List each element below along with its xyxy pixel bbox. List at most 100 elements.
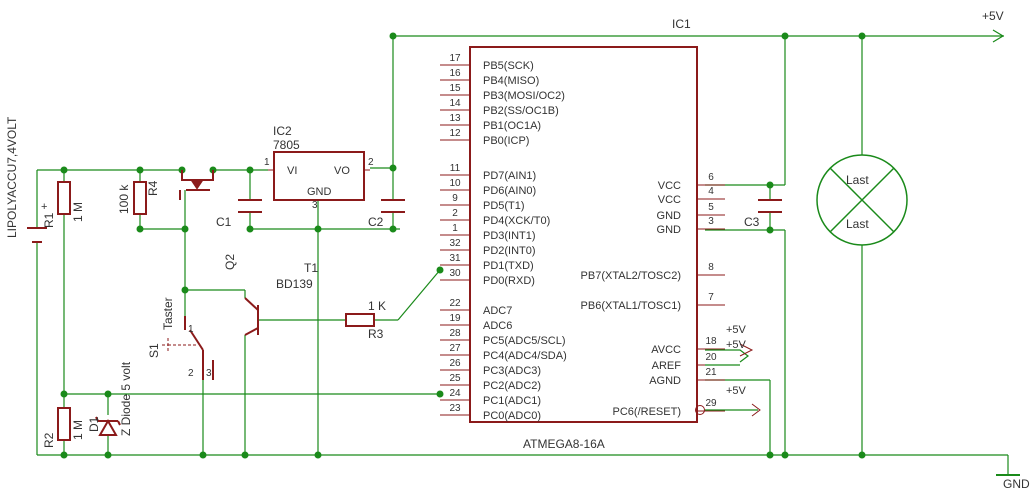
r3-label: R3	[368, 327, 384, 341]
ic1-pin-name: PD2(INT0)	[483, 245, 536, 257]
r4-label: R4	[146, 180, 160, 196]
avcc-supply-label: +5V	[726, 324, 747, 336]
resistor-r1: R1 1 M	[42, 181, 85, 228]
ic1-pin-name: PD4(XCK/T0)	[483, 215, 550, 227]
ic1-pin-name: PB4(MISO)	[483, 75, 539, 87]
ic1-pin-number: 4	[708, 186, 714, 197]
capacitor-c2: C2	[368, 199, 405, 229]
r1-value: 1 M	[71, 202, 85, 222]
lamp-load: Last Last	[816, 154, 908, 246]
ic1-pin-name: PC6(/RESET)	[613, 406, 681, 418]
battery-plus: +	[41, 201, 47, 213]
ic1-pin-name: AREF	[652, 360, 682, 372]
r2-label: R2	[42, 432, 56, 448]
ic1-pin-name: PD0(RXD)	[483, 275, 535, 287]
ic1-pin-number: 31	[449, 253, 461, 264]
q2-label: Q2	[223, 254, 237, 270]
ic1-pin-name: PC1(ADC1)	[483, 395, 541, 407]
ic1-pin-number: 9	[452, 193, 458, 204]
r4-value: 100 k	[117, 184, 131, 214]
ic1-pin-number: 11	[450, 163, 461, 174]
ic1-pin-name: GND	[657, 224, 682, 236]
ic1-pin-number: 14	[449, 98, 461, 109]
ic1-part-label: ATMEGA8-16A	[523, 437, 605, 451]
ic1-pin-number: 1	[452, 223, 458, 234]
ic2-vo: VO	[334, 165, 350, 177]
switch-s1: S1 Taster 1 2 3	[147, 297, 214, 380]
ic2-pin3: 3	[312, 200, 318, 211]
ic1-pin-name: PD3(INT1)	[483, 230, 536, 242]
ic1-pin-number: 20	[705, 352, 717, 363]
ic1-pin-name: PB6(XTAL1/TOSC1)	[581, 300, 681, 312]
ic2-label: IC2	[273, 124, 292, 138]
ic1-pin-name: GND	[657, 210, 682, 222]
battery: + LIPOLYACCU7,4VOLT	[5, 116, 47, 243]
ic1-pin-name: ADC7	[483, 305, 512, 317]
ic1-pin-number: 19	[449, 313, 461, 324]
ic1-pin-number: 30	[449, 268, 461, 279]
c3-label: C3	[744, 215, 760, 229]
ic1-pin-number: 12	[449, 128, 461, 139]
ic1-pin-number: 10	[449, 178, 461, 189]
ic1-pin-number: 17	[449, 53, 461, 64]
s1-pin3: 3	[206, 368, 212, 379]
ic1-pin-name: ADC6	[483, 320, 512, 332]
t1-label: T1	[304, 261, 318, 275]
ic1-pin-number: 32	[449, 238, 461, 249]
capacitor-c3: C3	[744, 199, 782, 229]
ic1-pin-number: 18	[705, 336, 717, 347]
ic1-pin-name: PD7(AIN1)	[483, 170, 536, 182]
ic1-pin-number: 2	[452, 208, 458, 219]
d1-label: D1	[87, 416, 101, 432]
ic1-pin-number: 29	[705, 398, 717, 409]
mosfet-q2: Q2	[179, 170, 237, 270]
ic1-pin-number: 23	[449, 403, 461, 414]
ic1-label: IC1	[672, 17, 691, 31]
ic1-pin-name: VCC	[658, 194, 681, 206]
r2-value: 1 M	[71, 420, 85, 440]
lamp-bottom-label: Last	[846, 217, 869, 231]
zener-diode-d1: D1 Z Diode 5 volt	[87, 361, 133, 436]
ic1-pin-number: 24	[449, 388, 461, 399]
resistor-r2: R2 1 M	[42, 407, 85, 448]
ic1-pin-number: 8	[708, 262, 714, 273]
ic2-gnd: GND	[307, 186, 332, 198]
ic1-pin-number: 15	[449, 83, 461, 94]
ic1-pin-name: PD1(TXD)	[483, 260, 534, 272]
t1-value: BD139	[276, 277, 313, 291]
ic1-pin-number: 5	[708, 202, 714, 213]
ic1-pin-name: PB0(ICP)	[483, 135, 529, 147]
c1-label: C1	[216, 215, 232, 229]
ic2-value: 7805	[273, 138, 300, 152]
ic1-pin-name: PB3(MOSI/OC2)	[483, 90, 565, 102]
ic1-pin-name: PD5(T1)	[483, 200, 525, 212]
s1-pin1: 1	[188, 324, 194, 335]
c2-label: C2	[368, 215, 384, 229]
r3-value: 1 K	[368, 299, 386, 313]
ic1-pin-name: PC4(ADC4/SDA)	[483, 350, 567, 362]
s1-label: S1	[147, 343, 161, 358]
ic2-vi: VI	[287, 165, 297, 177]
ic1-pin-name: VCC	[658, 180, 681, 192]
ic1-pin-number: 22	[449, 298, 461, 309]
junctions	[60, 32, 866, 459]
r1-label: R1	[42, 212, 56, 228]
ic1-pin-name: PD6(AIN0)	[483, 185, 536, 197]
reset-supply-label: +5V	[726, 385, 747, 397]
d1-value: Z Diode 5 volt	[119, 361, 133, 436]
ic1-pin-number: 3	[708, 216, 714, 227]
ic1-pin-number: 25	[449, 373, 461, 384]
ic1-pin-number: 7	[708, 292, 714, 303]
ic1-pin-name: PC0(ADC0)	[483, 410, 541, 422]
ic2-pin2: 2	[368, 157, 374, 168]
battery-label: LIPOLYACCU7,4VOLT	[5, 116, 19, 238]
gnd-label: GND	[1003, 477, 1030, 491]
ic1-pin-name: PB5(SCK)	[483, 60, 534, 72]
ic2-7805: IC2 7805 VI VO GND 1 2 3	[264, 124, 374, 211]
aref-supply-label: +5V	[726, 339, 747, 351]
wires	[36, 35, 1009, 475]
ic1-pin-name: PC5(ADC5/SCL)	[483, 335, 566, 347]
ic1-pin-name: PC2(ADC2)	[483, 380, 541, 392]
